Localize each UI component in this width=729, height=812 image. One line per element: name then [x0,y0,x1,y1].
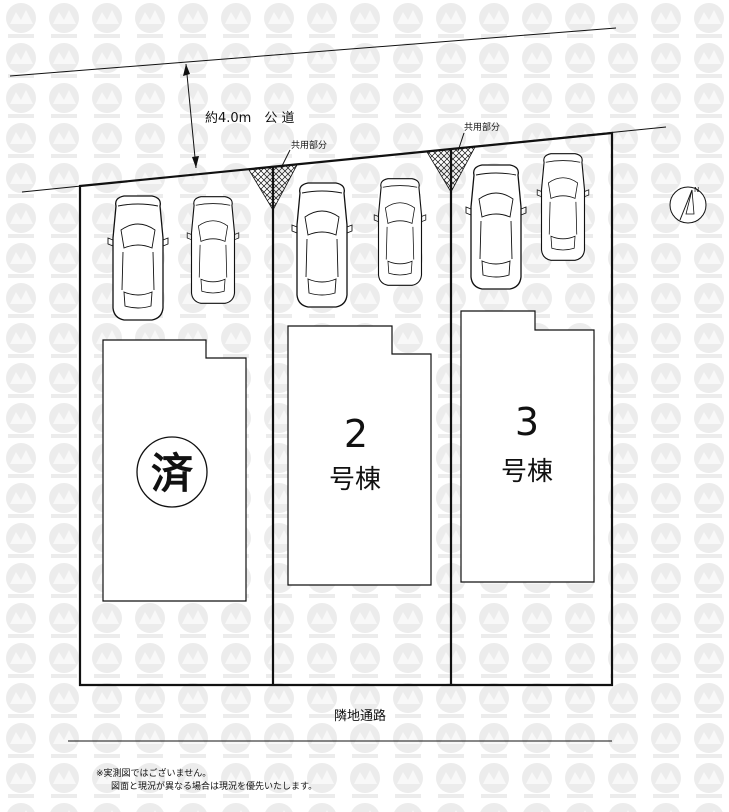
car-lot3-left [465,164,527,290]
dimension-arrow-bottom [192,156,199,168]
north-label: N [694,186,699,194]
site-boundary [78,131,614,687]
car-lot1-left [107,195,169,321]
common-area-1 [248,164,298,211]
common-area-2-label: 共用部分 [464,121,500,133]
note-line-1: ※実測図ではございません。 [96,767,211,779]
lot-2-number: 2 [344,412,368,456]
lot-3-name: 号棟 [501,457,553,487]
common-area-1-leader [280,149,291,169]
north-arrow-icon: N [669,186,707,224]
building-lot-3 [460,310,595,583]
road-far-edge [9,27,617,77]
dimension-arrow-top [183,64,190,76]
common-area-1-label: 共用部分 [291,139,327,151]
lot-1-status: 済 [151,449,194,498]
car-lot2-left [291,182,353,308]
car-lot2-right [373,178,427,286]
note-line-2: 図面と現況が異なる場合は現況を優先いたします。 [111,780,317,792]
car-lot1-right [186,196,240,304]
sold-mark-circle [136,436,208,508]
common-area-2-leader [457,132,465,152]
building-lot-2 [287,325,432,586]
common-area-2 [426,146,476,193]
lot-2-name: 号棟 [329,465,381,495]
road-label: 約4.0m 公 道 [205,111,294,126]
adjacent-path-label: 隣地通路 [334,708,386,724]
car-lot3-right [536,153,590,261]
road-width-dimension [185,63,197,169]
lot-3-number: 3 [515,400,539,444]
